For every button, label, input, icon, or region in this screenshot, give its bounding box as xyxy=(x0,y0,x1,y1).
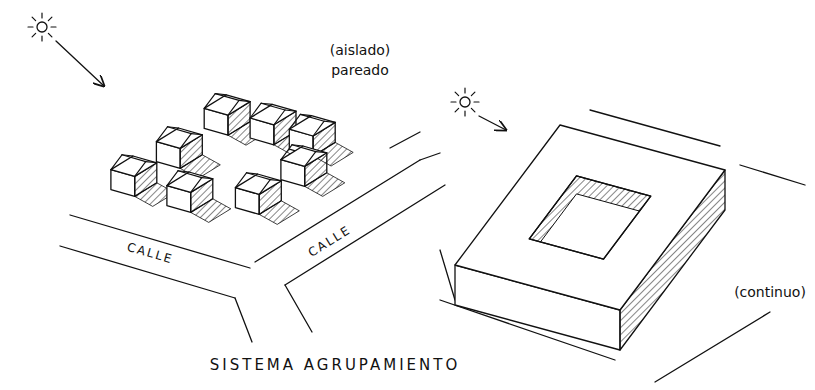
roof-edge xyxy=(300,114,311,115)
roof-ridge xyxy=(261,103,285,110)
sketch-label: pareado xyxy=(329,62,391,78)
sun-ray xyxy=(32,33,36,37)
roof-ridge xyxy=(167,127,191,134)
roof-edge xyxy=(167,171,178,186)
street-line xyxy=(70,215,250,268)
roof-edge xyxy=(274,110,285,125)
house-roof xyxy=(111,156,157,176)
roof-edge xyxy=(289,114,300,129)
roof-edge xyxy=(122,155,133,156)
sun-icon xyxy=(37,22,47,32)
roof-edge xyxy=(215,94,226,95)
roof-edge xyxy=(285,110,296,111)
roof-edge xyxy=(111,155,122,170)
sun-ray xyxy=(455,108,459,112)
sun-ray xyxy=(48,17,52,21)
house-roof xyxy=(289,116,335,136)
roof-edge xyxy=(313,121,324,136)
roof-edge xyxy=(246,173,257,174)
roof-edge xyxy=(292,145,303,146)
roof-edge xyxy=(305,152,316,167)
roof-edge xyxy=(202,178,213,179)
sun-ray xyxy=(455,92,459,96)
house-roof xyxy=(167,172,213,192)
sun-ray xyxy=(451,101,456,102)
roof-edge xyxy=(239,100,250,101)
sun-icon xyxy=(460,97,470,107)
roof-ridge xyxy=(300,114,324,121)
sketch-label: CALLE xyxy=(123,240,176,267)
roof-edge xyxy=(191,178,202,193)
sun-ray xyxy=(28,26,33,27)
street-line xyxy=(255,160,420,262)
courtyard-inner-wall xyxy=(529,176,651,257)
roof-edge xyxy=(324,121,335,122)
sun-ray xyxy=(471,108,475,112)
street-line xyxy=(285,185,445,285)
roof-edge xyxy=(180,134,191,149)
roof-ridge xyxy=(215,94,239,101)
sun-ray xyxy=(32,17,36,21)
sun-ray xyxy=(464,88,465,93)
roof-edge xyxy=(316,152,327,153)
block-roof xyxy=(455,125,725,310)
caption-text: SISTEMA AGRUPAMIENTO xyxy=(208,357,462,374)
sun-ray xyxy=(41,13,42,18)
roof-edge xyxy=(146,162,157,163)
sketch-label: CALLE xyxy=(304,222,355,261)
house-roof xyxy=(281,146,327,166)
house-roof xyxy=(156,128,202,148)
roof-edge xyxy=(270,180,281,181)
sun-ray xyxy=(464,111,465,116)
roof-edge xyxy=(204,94,215,109)
sketch-label: (continuo) xyxy=(732,284,808,300)
street-line xyxy=(440,250,455,300)
roof-edge xyxy=(156,127,167,142)
roof-edge xyxy=(178,171,189,172)
street-line xyxy=(420,153,440,160)
roof-edge xyxy=(235,173,246,188)
house-roof xyxy=(250,104,296,124)
roof-edge xyxy=(228,100,239,115)
roof-ridge xyxy=(246,173,270,180)
house-roof xyxy=(235,174,281,194)
street-line xyxy=(740,165,805,185)
roof-ridge xyxy=(178,171,202,178)
sun-direction-arrow xyxy=(479,116,506,130)
sun-ray xyxy=(474,101,479,102)
sun-ray xyxy=(51,26,56,27)
street-line xyxy=(390,132,420,148)
roof-edge xyxy=(135,162,146,177)
roof-edge xyxy=(250,103,261,118)
roof-edge xyxy=(167,127,178,128)
roof-edge xyxy=(261,103,272,104)
roof-edge xyxy=(191,134,202,135)
sun-ray xyxy=(41,36,42,41)
sketch-label: (aislado) xyxy=(328,42,393,58)
courtyard-opening xyxy=(529,176,651,259)
roof-ridge xyxy=(292,145,316,152)
courtyard-edge xyxy=(529,176,651,259)
sun-direction-arrow xyxy=(56,41,104,86)
roof-edge xyxy=(259,180,270,195)
roof-ridge xyxy=(122,155,146,162)
sun-ray xyxy=(48,33,52,37)
street-line xyxy=(235,298,252,342)
street-line xyxy=(285,285,312,332)
sun-ray xyxy=(471,92,475,96)
roof-edge xyxy=(281,145,292,160)
street-line xyxy=(655,312,770,382)
house-roof xyxy=(204,95,250,115)
